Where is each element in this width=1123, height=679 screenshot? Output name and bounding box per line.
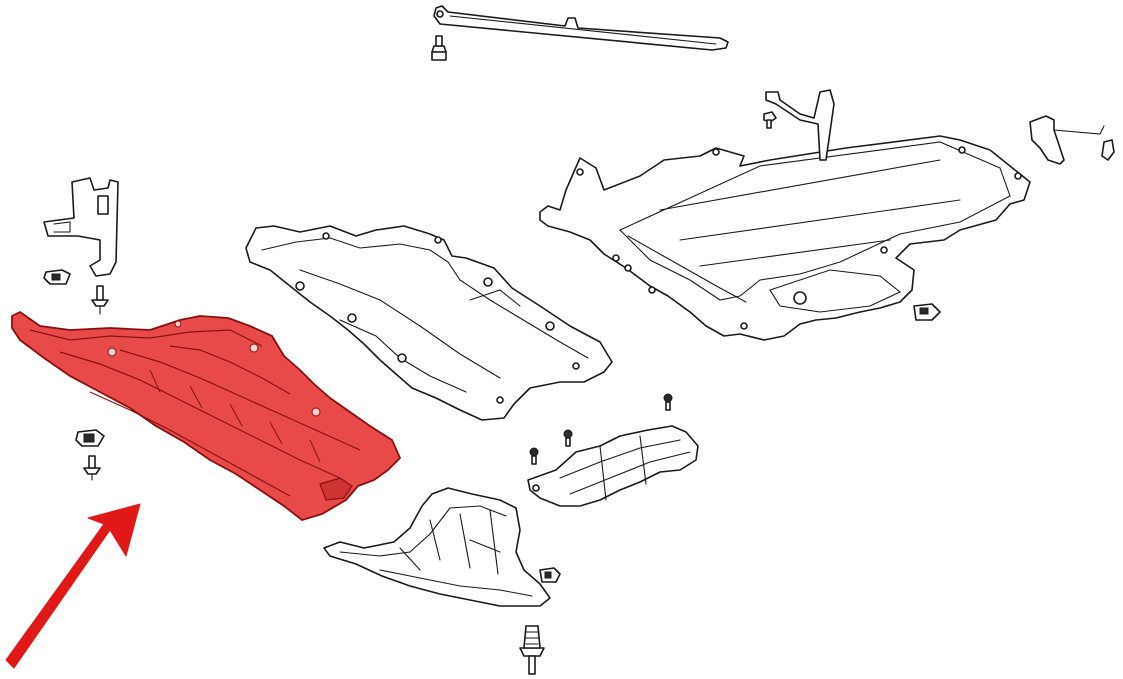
clip-nut-icon (539, 303, 941, 583)
screw-icon (91, 285, 109, 315)
front-undertray (11, 311, 401, 521)
screw-icon (83, 455, 101, 481)
bolt-icon (431, 35, 447, 61)
upper-support-strut (433, 5, 729, 51)
mounting-bracket-rear-right (1029, 115, 1115, 165)
front-left-wheel-arch-cover (323, 487, 551, 607)
clip-nut-icon (75, 429, 105, 447)
screw-icon (529, 393, 673, 465)
center-undertray (245, 225, 613, 421)
side-trim-panel (527, 425, 699, 507)
push-rivet-icon (519, 625, 545, 675)
mounting-bracket-left (43, 177, 119, 277)
clip-nut-icon (43, 269, 71, 285)
front-undertray-body (11, 311, 401, 521)
mounting-bracket-rear-center (763, 89, 835, 161)
rear-underbody-panel (539, 135, 1031, 341)
arrow-icon (5, 503, 141, 669)
